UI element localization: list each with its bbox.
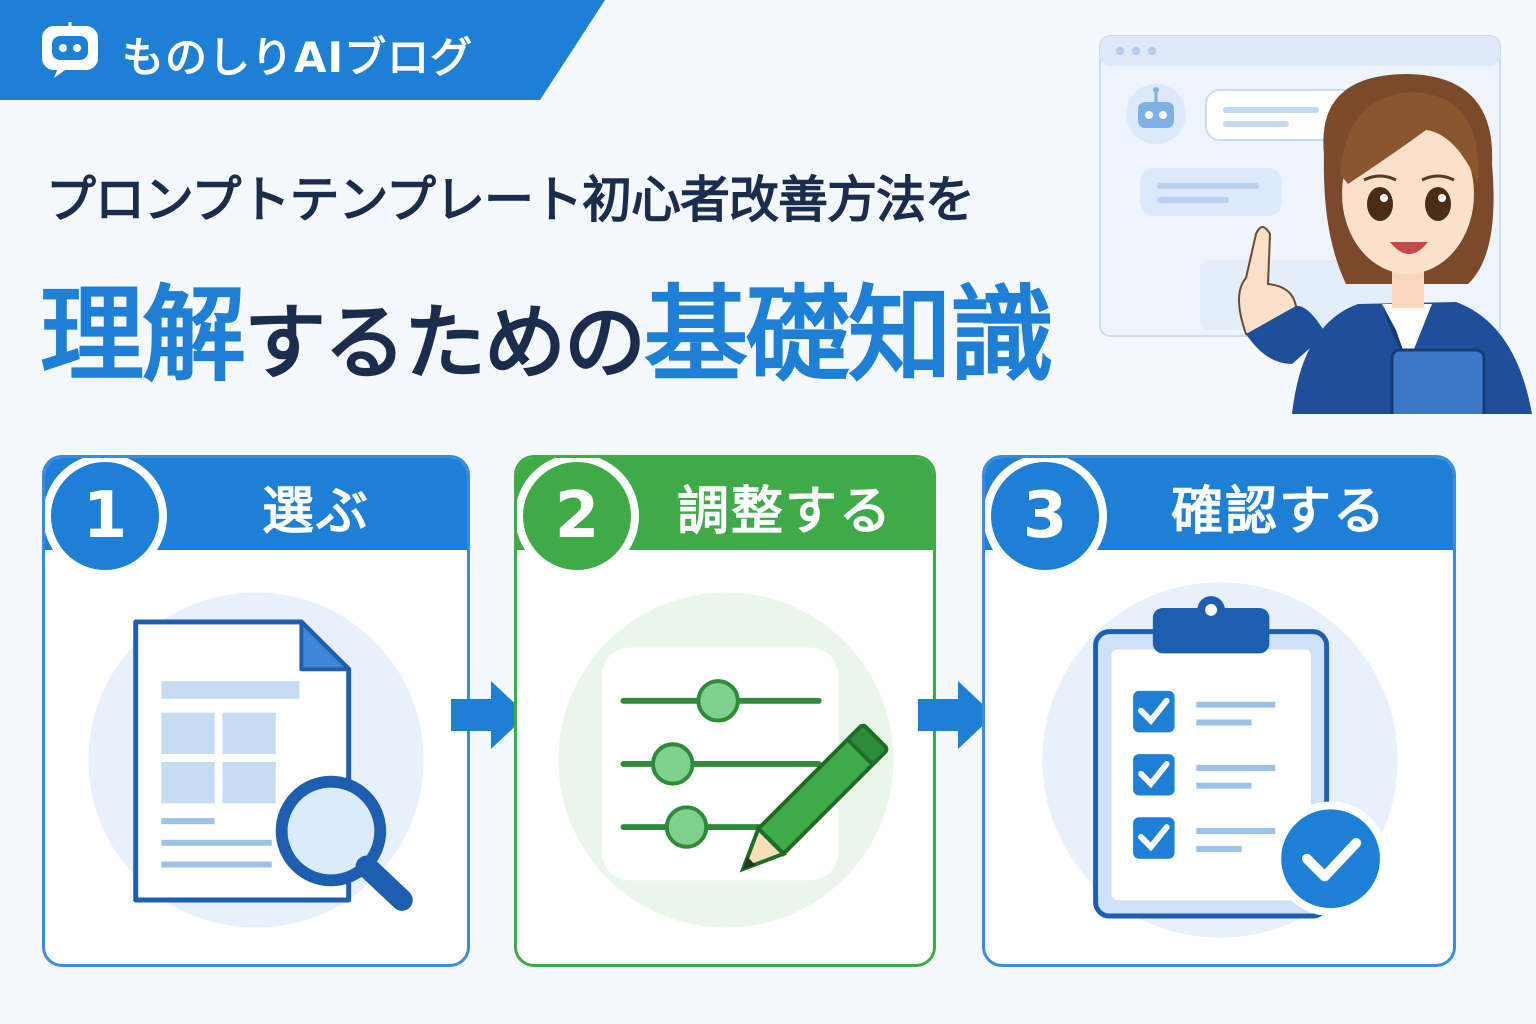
step-3-number: 3 xyxy=(991,462,1099,570)
arrow-right-icon xyxy=(918,681,994,749)
title-line-1: プロンプトテンプレート初心者改善方法を xyxy=(46,171,975,229)
robot-icon xyxy=(42,22,98,78)
step-card-1: 1 選ぶ xyxy=(42,455,470,967)
brand-banner: ものしりAIブログ xyxy=(0,0,605,100)
step-1-number-badge: 1 xyxy=(45,458,167,578)
sliders-pencil-icon xyxy=(558,592,894,928)
step-2-number-badge: 2 xyxy=(517,458,639,578)
step-2-number: 2 xyxy=(523,462,631,570)
woman-presenter-graphic xyxy=(1238,74,1532,414)
title-highlight-basics: 基礎知識 xyxy=(644,274,1054,396)
step-3-label: 確認する xyxy=(1170,481,1387,542)
title-connector: するための xyxy=(244,296,646,391)
step-card-3: 3 確認する xyxy=(982,455,1456,967)
presenter-illustration xyxy=(1099,35,1532,414)
step-3-number-badge: 3 xyxy=(985,458,1107,578)
title-highlight-understanding: 理解 xyxy=(40,274,246,396)
brand-name: ものしりAIブログ xyxy=(122,33,474,82)
step-2-label: 調整する xyxy=(676,481,893,542)
arrow-right-icon xyxy=(451,681,527,749)
clipboard-check-icon xyxy=(1042,582,1398,938)
step-1-label: 選ぶ xyxy=(261,481,370,542)
title-line-2: 理解するための基礎知識 xyxy=(40,250,1054,401)
step-1-number: 1 xyxy=(51,462,159,570)
document-search-icon xyxy=(88,592,424,928)
step-card-2: 2 調整する xyxy=(514,455,936,967)
